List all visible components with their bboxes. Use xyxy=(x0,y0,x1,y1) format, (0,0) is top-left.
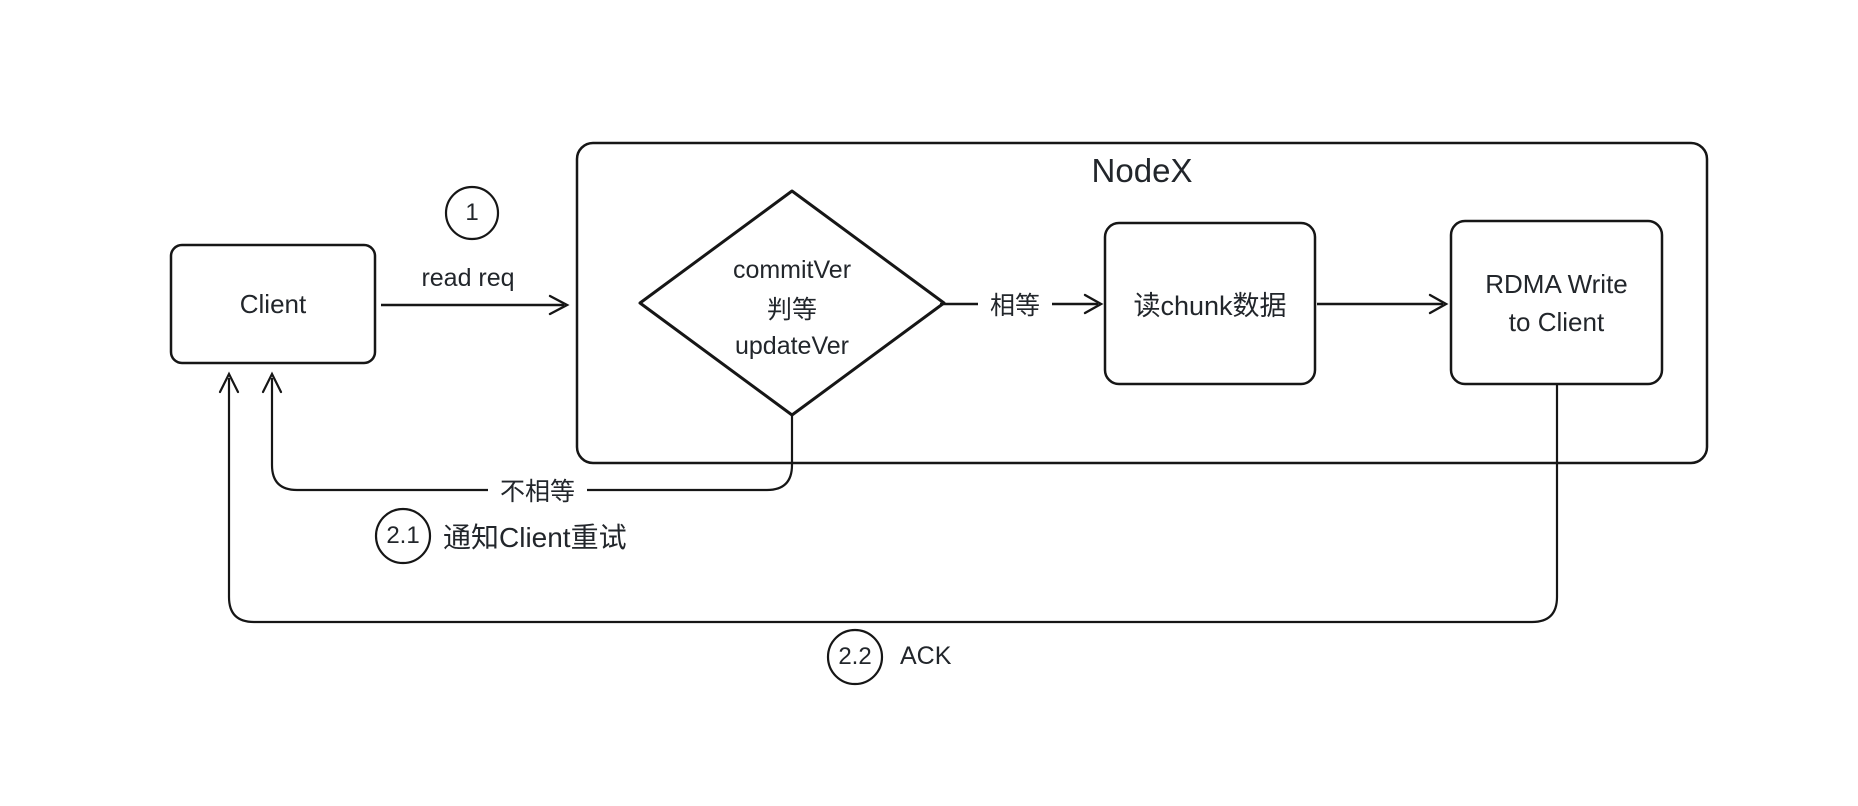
nodex-container-title: NodeX xyxy=(1091,152,1193,189)
rdma-write-node-box xyxy=(1449,219,1664,386)
equal-label: 相等 xyxy=(978,288,1053,320)
not-equal-label: 不相等 xyxy=(488,474,588,506)
read-req-label: read req xyxy=(421,263,515,292)
not-equal-arrowhead-icon xyxy=(261,371,283,394)
nodex-container-box xyxy=(575,141,1709,465)
read-chunk-node-box xyxy=(1103,221,1317,386)
client-node-box xyxy=(169,243,377,365)
step1-circle xyxy=(444,185,500,241)
notify-retry-label: 通知Client重试 xyxy=(443,522,627,553)
rdma-write-line1: RDMA Write xyxy=(1485,268,1628,299)
equal-arrowhead-icon xyxy=(1083,293,1104,315)
read-req-arrowhead-icon xyxy=(548,294,570,316)
step1-number: 1 xyxy=(465,199,479,226)
ack-arrowhead-icon xyxy=(218,371,240,394)
client-node-label: Client xyxy=(239,288,307,319)
step2-2-circle xyxy=(826,628,884,686)
chunk-to-rdma-arrowhead-icon xyxy=(1428,293,1449,315)
rdma-write-line2: to Client xyxy=(1508,306,1605,337)
step2-2-number: 2.2 xyxy=(838,643,872,670)
version-check-line1: commitVer xyxy=(732,255,852,284)
step2-1-number: 2.1 xyxy=(386,522,420,549)
version-check-line2: 判等 xyxy=(766,296,817,324)
ack-path xyxy=(227,378,1559,624)
ack-label: ACK xyxy=(900,641,952,670)
rdma-write-node-label: RDMA Write to Client xyxy=(1451,221,1662,384)
step2-1-circle xyxy=(374,507,432,565)
version-check-line3: updateVer xyxy=(735,331,849,360)
read-chunk-node-label: 读chunk数据 xyxy=(1133,291,1287,321)
version-check-diamond xyxy=(638,189,946,417)
